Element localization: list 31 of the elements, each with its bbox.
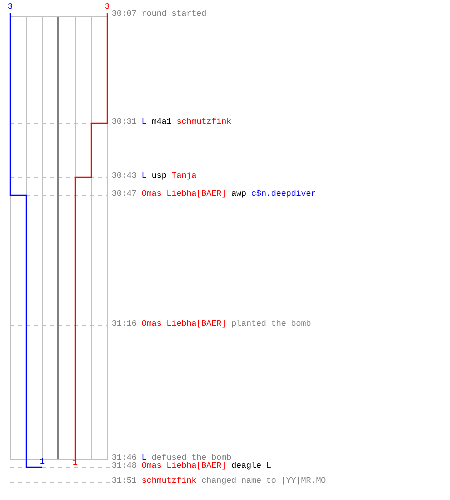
count-label: 3	[7, 4, 14, 12]
event-text: planted the bomb	[232, 321, 312, 329]
player-name: L	[142, 455, 147, 463]
timestamp: 30:31	[112, 119, 137, 127]
player-name: L	[266, 463, 272, 471]
timestamp: 31:46	[112, 455, 137, 463]
weapon-name: m4a1	[152, 119, 172, 127]
timestamp: 30:47	[112, 191, 137, 199]
player-name: Tanja	[172, 173, 197, 181]
player-name: c$n.deepdiver	[252, 191, 316, 199]
timestamp: 31:48	[112, 463, 137, 471]
player-name: Omas Liebha[BAER]	[142, 463, 227, 471]
player-name: Omas Liebha[BAER]	[142, 191, 227, 199]
event-text: changed name to |YY|MR.MO	[202, 478, 326, 486]
player-name: Omas Liebha[BAER]	[142, 321, 227, 329]
player-name: L	[142, 173, 147, 181]
player-name: schmutzfink	[142, 478, 197, 486]
count-label: 1	[72, 460, 79, 468]
timestamp: 30:43	[112, 173, 137, 181]
timestamp: 31:16	[112, 321, 137, 329]
event-text: defused the bomb	[152, 455, 232, 463]
player-name: L	[142, 119, 147, 127]
timestamp: 30:07	[112, 11, 137, 19]
event-text: round started	[142, 11, 207, 19]
count-label: 1	[39, 459, 46, 467]
weapon-name: deagle	[232, 463, 262, 471]
weapon-name: awp	[232, 191, 246, 199]
player-name: schmutzfink	[176, 119, 232, 127]
weapon-name: usp	[152, 173, 167, 181]
count-label: 3	[104, 4, 111, 12]
timestamp: 31:51	[112, 478, 137, 486]
